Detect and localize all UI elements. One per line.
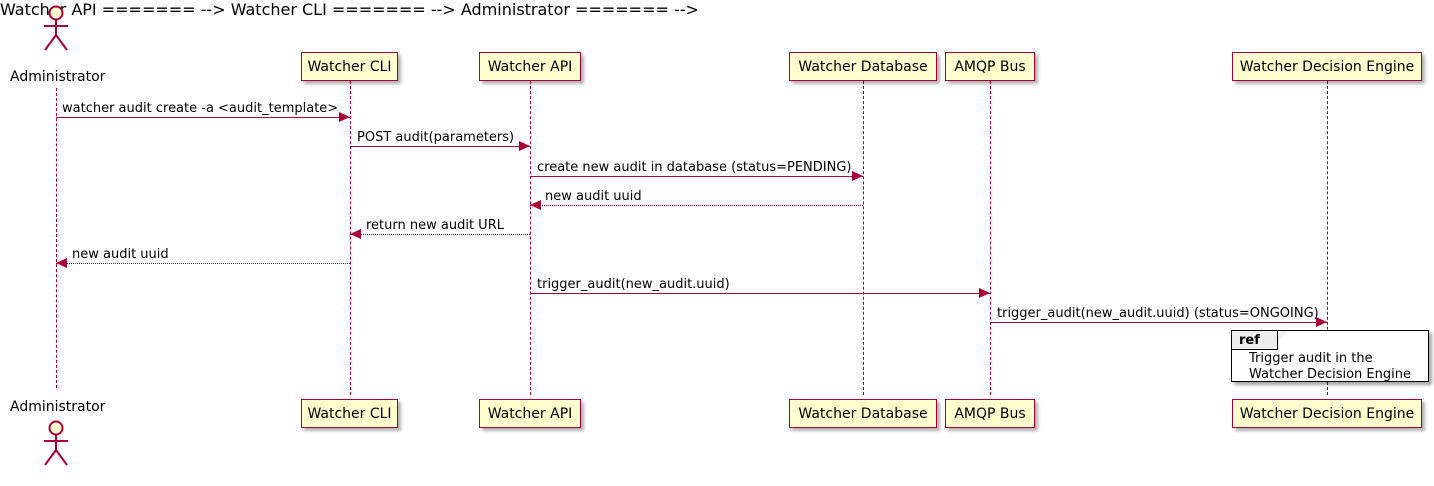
message-label-m5: return new audit URL: [366, 218, 504, 233]
arrow-head-m4: [530, 200, 541, 210]
message-label-m2: POST audit(parameters): [357, 130, 515, 145]
message-label-m1: watcher audit create -a <audit_template>: [62, 101, 339, 116]
participant-watcher-api-bottom[interactable]: Watcher API: [479, 399, 581, 428]
message-line-m3: [530, 176, 863, 177]
ref-fragment-box: ref Trigger audit in the Watcher Decisio…: [1231, 330, 1429, 382]
lifeline-watcher-decision-engine: [1327, 81, 1328, 395]
actor-icon-administrator-bottom: [39, 420, 73, 468]
message-line-m4: [530, 205, 863, 206]
ref-fragment-line-1: Trigger audit in the: [1249, 351, 1373, 366]
participant-watcher-decision-engine-bottom[interactable]: Watcher Decision Engine: [1232, 399, 1422, 428]
arrow-head-m3: [852, 171, 863, 181]
arrow-head-m7: [979, 288, 990, 298]
ref-fragment-line-2: Watcher Decision Engine: [1249, 367, 1411, 382]
participant-watcher-decision-engine-top[interactable]: Watcher Decision Engine: [1232, 52, 1422, 81]
participant-watcher-database-top[interactable]: Watcher Database: [789, 52, 937, 81]
message-line-m5: [350, 234, 530, 235]
ref-fragment-tab-corner: [1278, 331, 1288, 341]
message-line-m8: [990, 322, 1327, 323]
message-line-m7: [530, 293, 990, 294]
lifeline-amqp-bus: [990, 81, 991, 395]
actor-icon-administrator-top: [39, 5, 73, 53]
arrow-head-m5: [350, 229, 361, 239]
ref-fragment-keyword: ref: [1232, 331, 1278, 350]
actor-label-administrator-top: Administrator: [10, 69, 106, 85]
message-label-m7: trigger_audit(new_audit.uuid): [537, 277, 730, 292]
message-label-m8: trigger_audit(new_audit.uuid) (status=ON…: [997, 306, 1319, 321]
lifeline-watcher-api: [530, 81, 531, 395]
message-line-m2: [350, 146, 530, 147]
message-label-m6: new audit uuid: [72, 247, 169, 262]
participant-watcher-database-bottom[interactable]: Watcher Database: [789, 399, 937, 428]
arrow-head-m1: [339, 112, 350, 122]
message-line-m1: [56, 117, 350, 118]
arrow-head-m6: [56, 258, 67, 268]
message-line-m6: [56, 263, 350, 264]
arrow-head-m2: [519, 141, 530, 151]
participant-watcher-cli-bottom[interactable]: Watcher CLI: [301, 399, 398, 428]
lifeline-administrator: [56, 88, 57, 388]
participant-watcher-cli-top[interactable]: Watcher CLI: [301, 52, 398, 81]
message-label-m4: new audit uuid: [545, 189, 642, 204]
participant-amqp-bus-top[interactable]: AMQP Bus: [945, 52, 1035, 81]
lifeline-watcher-database: [863, 81, 864, 395]
actor-label-administrator-bottom: Administrator: [10, 399, 106, 415]
participant-amqp-bus-bottom[interactable]: AMQP Bus: [945, 399, 1035, 428]
arrow-head-m8: [1316, 317, 1327, 327]
participant-watcher-api-top[interactable]: Watcher API: [479, 52, 581, 81]
message-label-m3: create new audit in database (status=PEN…: [537, 160, 852, 175]
